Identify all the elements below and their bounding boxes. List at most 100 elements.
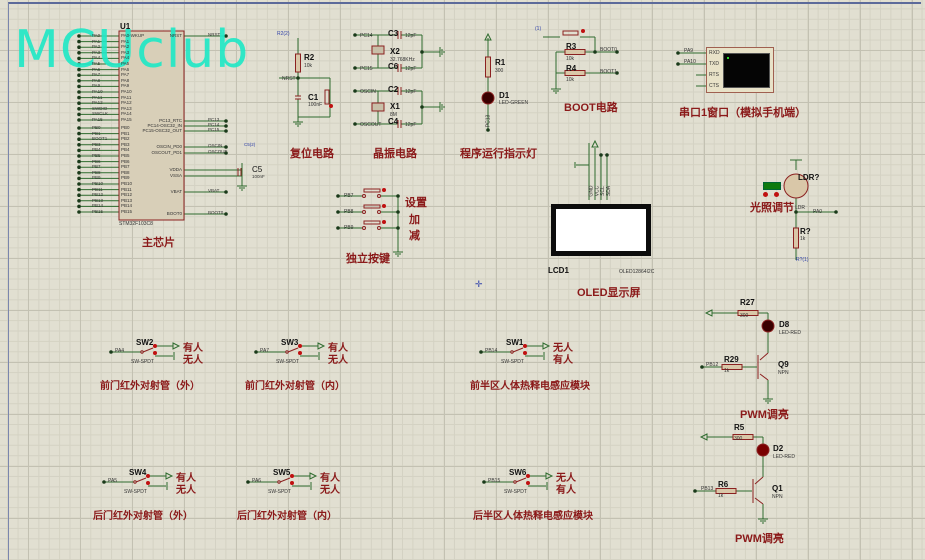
- ldr-ref: LDR?: [798, 173, 820, 182]
- mcu-net-label: SWDIO: [92, 105, 108, 111]
- junction-dot: [396, 226, 400, 230]
- junction-dot: [224, 145, 228, 149]
- switch-ref: SW2: [136, 338, 154, 347]
- junction-dot: [834, 210, 838, 214]
- pwm2-title: PWM调亮: [735, 533, 784, 545]
- power-arrow-icon: [484, 32, 492, 41]
- r27-ref: R27: [740, 298, 755, 307]
- power-arrow-icon: [165, 472, 174, 480]
- junction-dot: [353, 66, 357, 70]
- ldr-decrease-button[interactable]: [763, 192, 768, 197]
- ldr-title: 光照调节: [750, 202, 794, 214]
- x1-ref: X1: [390, 102, 400, 111]
- resistor-icon: [721, 364, 743, 370]
- switch-indicator-led: [526, 481, 530, 485]
- cursor-crosshair-icon: ✛: [475, 279, 483, 289]
- state-top-label: 有人: [176, 473, 196, 484]
- mcu-net-label: PC14: [208, 122, 220, 127]
- key-button-icon: [363, 188, 381, 193]
- mcu-pin-label: NRST: [169, 33, 182, 38]
- mcu-net-label: PA4: [92, 55, 101, 61]
- junction-dot: [224, 34, 228, 38]
- ldr-power-label: R?(1): [796, 257, 809, 263]
- net-pa9: PA9: [684, 48, 694, 54]
- uart-pin-rxd: RXD: [709, 50, 720, 56]
- mcu-net-label: PB8: [92, 169, 101, 175]
- oled-title: OLED显示屏: [577, 287, 641, 299]
- mcu-pin-label: PB15: [121, 209, 133, 214]
- mcu-ref: U1: [120, 22, 131, 31]
- net-oscout: OSCOUT: [360, 122, 382, 128]
- mcu-pin-label: PA15: [121, 117, 132, 122]
- mcu-net-label: OSCIN: [208, 143, 223, 148]
- mcu-net-label: PB3: [92, 141, 101, 147]
- mcu-net-label: PB14: [92, 203, 104, 209]
- mcu-pin-label: PA3: [121, 49, 130, 55]
- junction-dot: [77, 143, 81, 147]
- junction-dot: [77, 45, 81, 49]
- mcu-net-label: PA6: [92, 66, 101, 72]
- junction-dot: [353, 89, 357, 93]
- r4-value: 10k: [566, 77, 575, 83]
- sensor-title: 后门红外对射管（外）: [93, 511, 193, 522]
- ldr-increase-button[interactable]: [774, 192, 779, 197]
- r6-value: 1k: [718, 493, 724, 499]
- mcu-pin-label: PA2: [121, 44, 130, 50]
- oled-pin-sda: SDA: [606, 185, 613, 197]
- junction-dot: [353, 33, 357, 37]
- key-contact: [377, 210, 381, 214]
- q1-value: NPN: [772, 494, 783, 500]
- mcu-net-label: NRST: [208, 32, 221, 37]
- switch-part: SW-SPDT: [501, 359, 524, 365]
- mcu-net-label: PA3: [92, 49, 101, 55]
- junction-dot: [224, 129, 228, 133]
- boot-switch-icon: [562, 30, 579, 36]
- state-bottom-label: 有人: [553, 355, 573, 366]
- key-contact: [362, 194, 366, 198]
- power-arrow-icon: [309, 472, 318, 480]
- mcu-pin-label: PA13: [121, 105, 132, 111]
- mcu-pin-label: PB10: [121, 181, 133, 186]
- power-arrow-icon: [699, 433, 708, 441]
- key-led: [382, 188, 386, 192]
- switch-net: PA4: [115, 348, 125, 354]
- mcu-net-label: PB9: [92, 175, 101, 181]
- r29-ref: R29: [724, 355, 739, 364]
- net-pb7: PB7: [344, 193, 354, 199]
- r6-ref: R6: [718, 480, 729, 489]
- junction-dot: [77, 84, 81, 89]
- switch-contact: [510, 350, 514, 354]
- led-d2-icon: [756, 443, 770, 457]
- net-pc15: PC15: [360, 66, 373, 72]
- d8-ref: D8: [779, 320, 790, 329]
- switch-lever: [135, 477, 147, 483]
- mcu-net-label: PB0: [92, 125, 101, 130]
- state-bottom-label: 无人: [183, 355, 203, 366]
- r1-value: 300: [495, 68, 504, 74]
- key-plus-label: 加: [409, 214, 420, 226]
- junction-dot: [77, 187, 81, 192]
- mcu-net-label: PA11: [92, 94, 103, 100]
- mcu-net-label: PB12: [92, 192, 104, 198]
- switch-indicator-led: [290, 481, 294, 485]
- net-oscin: OSCIN: [360, 89, 376, 95]
- junction-dot: [77, 107, 81, 111]
- r5-value: 300: [734, 436, 743, 442]
- mcu-net-label: PC15: [208, 127, 220, 132]
- switch-contact: [140, 350, 144, 354]
- junction-dot: [479, 350, 483, 354]
- mcu-pin-label: PA8: [121, 77, 130, 83]
- junction-dot: [336, 226, 340, 230]
- mcu-pin-label: PA12: [121, 100, 132, 106]
- state-bottom-label: 无人: [320, 485, 340, 496]
- junction-dot: [77, 90, 81, 94]
- mcu-net-label: PB7: [92, 164, 101, 170]
- mcu-pin-label: PA9: [121, 83, 130, 89]
- mcu-net-label: PB10: [92, 181, 104, 186]
- mcu-pin-label: PC14-OSC32_IN: [147, 123, 182, 128]
- switch-lever: [142, 347, 154, 353]
- ldr-slider-indicator[interactable]: [763, 182, 781, 190]
- key-contact: [362, 226, 366, 230]
- switch-indicator-led: [298, 351, 302, 355]
- junction-dot: [224, 212, 228, 216]
